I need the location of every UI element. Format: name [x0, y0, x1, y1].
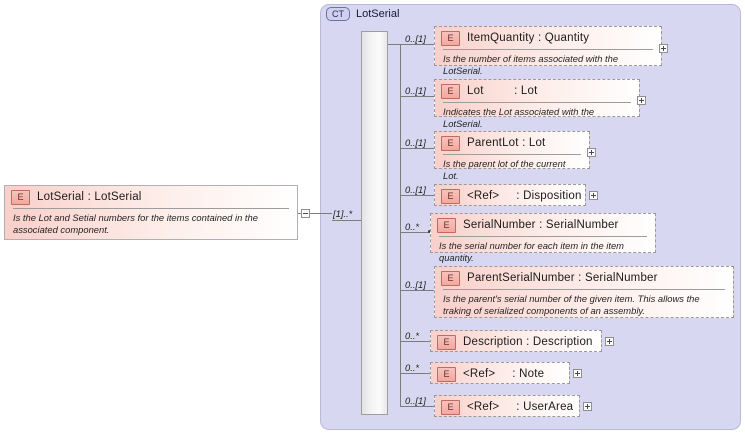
element-documentation: Is the number of items associated with t… [443, 53, 619, 76]
compositor-cardinality: [1]..* [333, 208, 353, 219]
element-header: E SerialNumber : SerialNumber [431, 214, 655, 236]
element-box-parentlot[interactable]: E ParentLot : Lot Is the parent lot of t… [434, 131, 590, 181]
divider [439, 236, 647, 237]
divider [443, 154, 581, 155]
model-group-bar [361, 31, 388, 415]
complextype-icon: CT [326, 7, 350, 21]
element-icon: E [441, 135, 460, 151]
expand-toggle-parentlot[interactable] [587, 148, 596, 157]
complextype-label: CT LotSerial [326, 7, 399, 21]
element-documentation: Is the parent's serial number of the giv… [443, 293, 700, 316]
connector-line [400, 290, 436, 291]
connector-line [400, 195, 436, 196]
element-name: Lot : Lot [467, 85, 538, 97]
root-element-name: LotSerial : LotSerial [37, 191, 142, 203]
connector-line [400, 406, 436, 407]
element-box-disposition[interactable]: E <Ref> : Disposition [434, 184, 586, 206]
element-icon: E [437, 366, 456, 382]
element-icon: E [441, 399, 460, 415]
element-box-description[interactable]: E Description : Description [430, 330, 602, 352]
connector-line [400, 341, 430, 342]
root-element-header: E LotSerial : LotSerial [5, 186, 297, 208]
element-name: ItemQuantity : Quantity [467, 32, 590, 44]
element-icon: E [437, 217, 456, 233]
element-documentation: Is the serial number for each item in th… [439, 240, 624, 263]
element-icon: E [441, 270, 460, 286]
element-header: E <Ref> : UserArea [435, 396, 579, 418]
element-name: SerialNumber : SerialNumber [463, 219, 619, 231]
element-header: E <Ref> : Note [431, 363, 569, 385]
divider [443, 289, 725, 290]
element-box-itemquantity[interactable]: E ItemQuantity : Quantity Is the number … [434, 26, 662, 76]
element-name: <Ref> : Disposition [467, 190, 582, 202]
connector-dot [428, 230, 431, 233]
element-documentation: Is the parent lot of the current Lot. [443, 158, 566, 181]
cardinality-description: 0..* [405, 330, 420, 341]
cardinality-lot: 0..[1] [405, 85, 426, 96]
expand-toggle-userarea[interactable] [583, 402, 592, 411]
connector-line [400, 96, 436, 97]
element-box-userarea[interactable]: E <Ref> : UserArea [434, 395, 580, 417]
element-box-lot[interactable]: E Lot : Lot Indicates the Lot associated… [434, 79, 640, 129]
element-name: ParentLot : Lot [467, 137, 546, 149]
cardinality-userarea: 0..[1] [405, 395, 426, 406]
divider [13, 208, 289, 209]
cardinality-itemquantity: 0..[1] [405, 33, 426, 44]
element-icon: E [11, 189, 30, 205]
connector-line [388, 44, 436, 45]
element-header: E <Ref> : Disposition [435, 185, 585, 207]
element-header: E ParentSerialNumber : SerialNumber [435, 267, 733, 289]
element-box-parentserialnumber[interactable]: E ParentSerialNumber : SerialNumber Is t… [434, 266, 734, 318]
element-box-note[interactable]: E <Ref> : Note [430, 362, 570, 384]
element-header: E Description : Description [431, 331, 601, 353]
collapse-toggle-root[interactable] [301, 209, 310, 218]
element-box-serialnumber[interactable]: E SerialNumber : SerialNumber Is the ser… [430, 213, 656, 263]
connector-line [400, 232, 430, 233]
element-name: <Ref> : UserArea [467, 401, 574, 413]
expand-toggle-lot[interactable] [637, 96, 646, 105]
element-name: ParentSerialNumber : SerialNumber [467, 272, 658, 284]
connector-line [400, 148, 436, 149]
cardinality-parentserialnumber: 0..[1] [405, 279, 426, 290]
element-name: <Ref> : Note [463, 368, 545, 380]
root-element-box[interactable]: E LotSerial : LotSerial Is the Lot and S… [4, 185, 298, 240]
cardinality-disposition: 0..[1] [405, 184, 426, 195]
cardinality-note: 0..* [405, 362, 420, 373]
expand-toggle-description[interactable] [605, 337, 614, 346]
element-documentation: Indicates the Lot associated with the Lo… [443, 106, 595, 129]
element-icon: E [441, 30, 460, 46]
element-header: E ItemQuantity : Quantity [435, 27, 661, 49]
expand-toggle-note[interactable] [573, 369, 582, 378]
connector-line [400, 373, 430, 374]
expand-toggle-disposition[interactable] [589, 191, 598, 200]
cardinality-serialnumber: 0..* [405, 221, 420, 232]
divider [443, 102, 631, 103]
divider [443, 49, 653, 50]
element-icon: E [437, 334, 456, 350]
connector-line [332, 220, 363, 221]
element-name: Description : Description [463, 336, 593, 348]
expand-toggle-itemquantity[interactable] [659, 44, 668, 53]
connector-line [310, 213, 332, 214]
complextype-name: LotSerial [356, 8, 400, 20]
element-header: E ParentLot : Lot [435, 132, 589, 154]
cardinality-parentlot: 0..[1] [405, 137, 426, 148]
element-header: E Lot : Lot [435, 80, 639, 102]
connector-spine [400, 44, 401, 406]
root-element-documentation: Is the Lot and Setial numbers for the it… [13, 212, 258, 235]
element-icon: E [441, 188, 460, 204]
element-icon: E [441, 83, 460, 99]
